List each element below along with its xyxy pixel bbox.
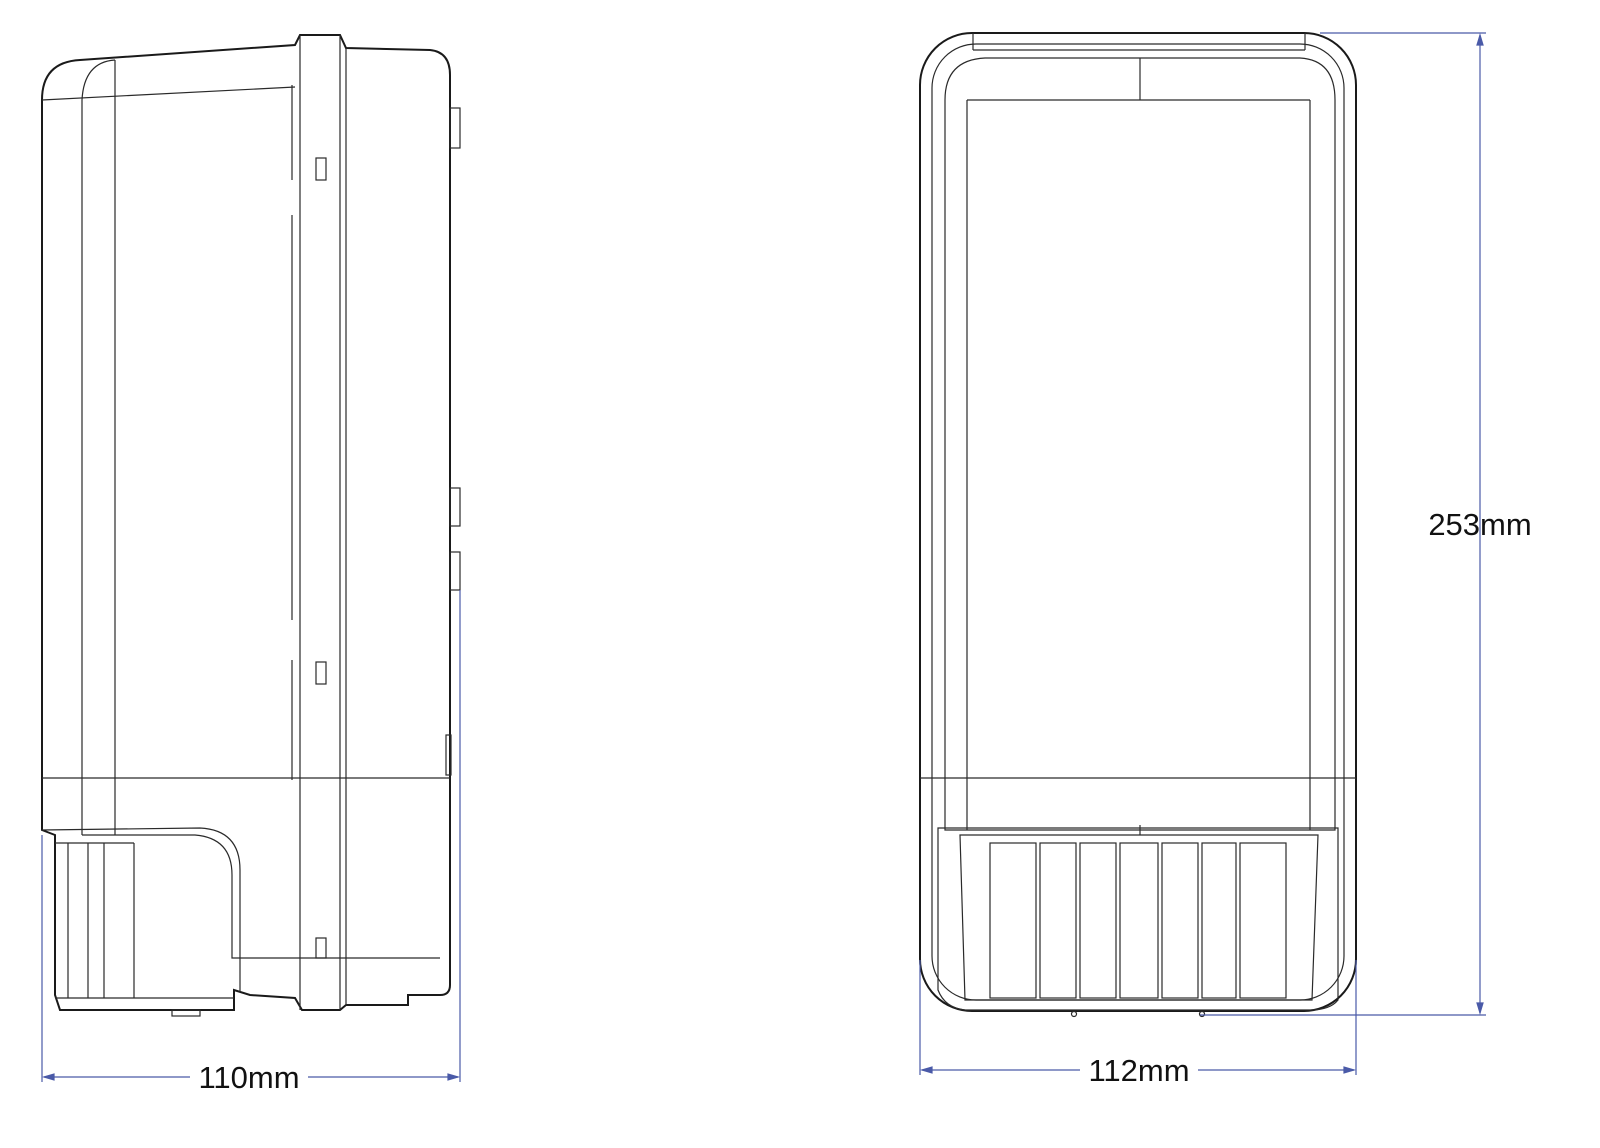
front-height-dimension: 253mm <box>1200 32 1532 1016</box>
front-width-dimension: 112mm <box>919 960 1357 1088</box>
side-width-label: 110mm <box>198 1060 299 1095</box>
side-view <box>41 34 461 1017</box>
side-width-dimension: 110mm <box>41 590 461 1095</box>
front-height-label: 253mm <box>1428 507 1531 542</box>
front-grille <box>989 842 1287 999</box>
front-view <box>919 32 1357 1018</box>
front-width-label: 112mm <box>1088 1053 1189 1088</box>
